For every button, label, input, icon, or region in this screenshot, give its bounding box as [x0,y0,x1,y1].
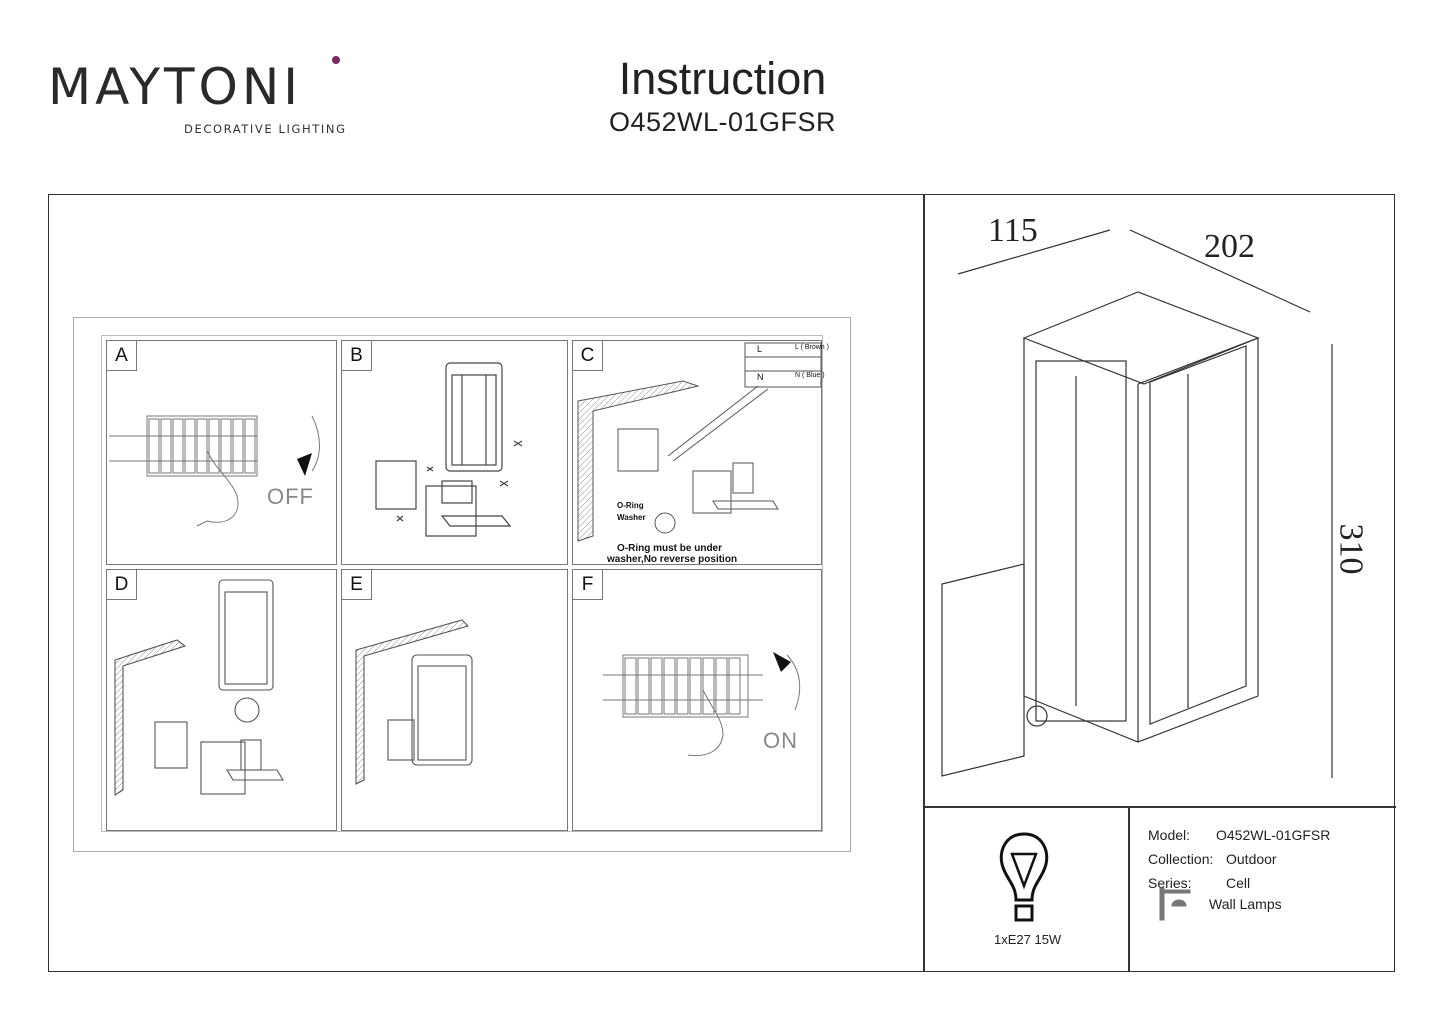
wire-n-color: N ( Blue ) [795,372,825,379]
steps-grid: A OFF B [101,335,829,832]
frame-divider-vertical [923,194,925,972]
spec-collection-value: Outdoor [1226,851,1277,867]
width-dimension: 202 [1204,228,1255,265]
spec-series-key: Series: [1148,875,1192,891]
spec-collection-key: Collection: [1148,851,1214,867]
bulb-spec: 1xE27 15W [994,932,1062,947]
step-label: D [107,570,137,600]
bulb-icon [999,832,1049,922]
step-panel-b: B [341,340,568,565]
lamp-type: Wall Lamps [1209,896,1282,912]
step-label: B [342,341,372,371]
switch-on-text: ON [763,728,798,753]
oring-note-line1: O-Ring must be under [617,543,722,554]
mounted-fixture-illustration [355,619,473,785]
steps-outer-border [73,317,851,852]
step-panel-f: F ON [572,569,822,831]
spec-model-key: Model: [1148,827,1191,843]
height-dimension: 310 [1332,523,1370,575]
step-panel-a: A OFF [106,340,337,565]
depth-dimension: 115 [988,212,1038,249]
oring-note-line2: washer,No reverse position [607,554,738,565]
dimension-drawing [941,229,1333,778]
step-label: A [107,341,137,371]
spec-model-value: O452WL-01GFSR [1216,827,1331,843]
wire-n-label: N [757,372,764,382]
oring-label: O-Ring [617,501,644,510]
step-label: C [573,341,603,371]
spec-series-value: Cell [1226,875,1251,891]
wire-l-label: L [757,344,763,354]
brand-tagline: DECORATIVE LIGHTING [184,122,347,136]
brand-logo: MAYTONI DECORATIVE LIGHTING [48,56,345,136]
brand-name: MAYTONI [48,58,303,116]
breaker-on-illustration [603,652,801,757]
step-label: F [573,570,603,600]
step-panel-c: C L L ( Brown ) N N ( Blue ) O-Ring Wash… [572,340,829,565]
wire-l-color: L ( Brown ) [795,344,829,351]
spec-divider-vertical [1128,806,1130,972]
instruction-frame [48,194,1395,972]
frame-divider-horizontal [923,806,1396,808]
page-title: Instruction [618,53,827,104]
washer-label: Washer [617,513,646,522]
step-panel-e: E [341,569,568,831]
logo-accent-dot [332,56,340,64]
model-code: O452WL-01GFSR [608,107,837,137]
fixture-disassembly-illustration [375,362,523,537]
bulb-install-illustration [114,579,284,796]
step-label: E [342,570,372,600]
switch-off-text: OFF [267,484,314,509]
breaker-off-illustration [109,415,320,527]
depth-dimension-line [957,229,1111,275]
wiring-illustration [577,342,822,542]
step-panel-d: D [106,569,337,831]
width-dimension-line [1129,229,1311,313]
wall-lamp-icon [1159,887,1191,921]
